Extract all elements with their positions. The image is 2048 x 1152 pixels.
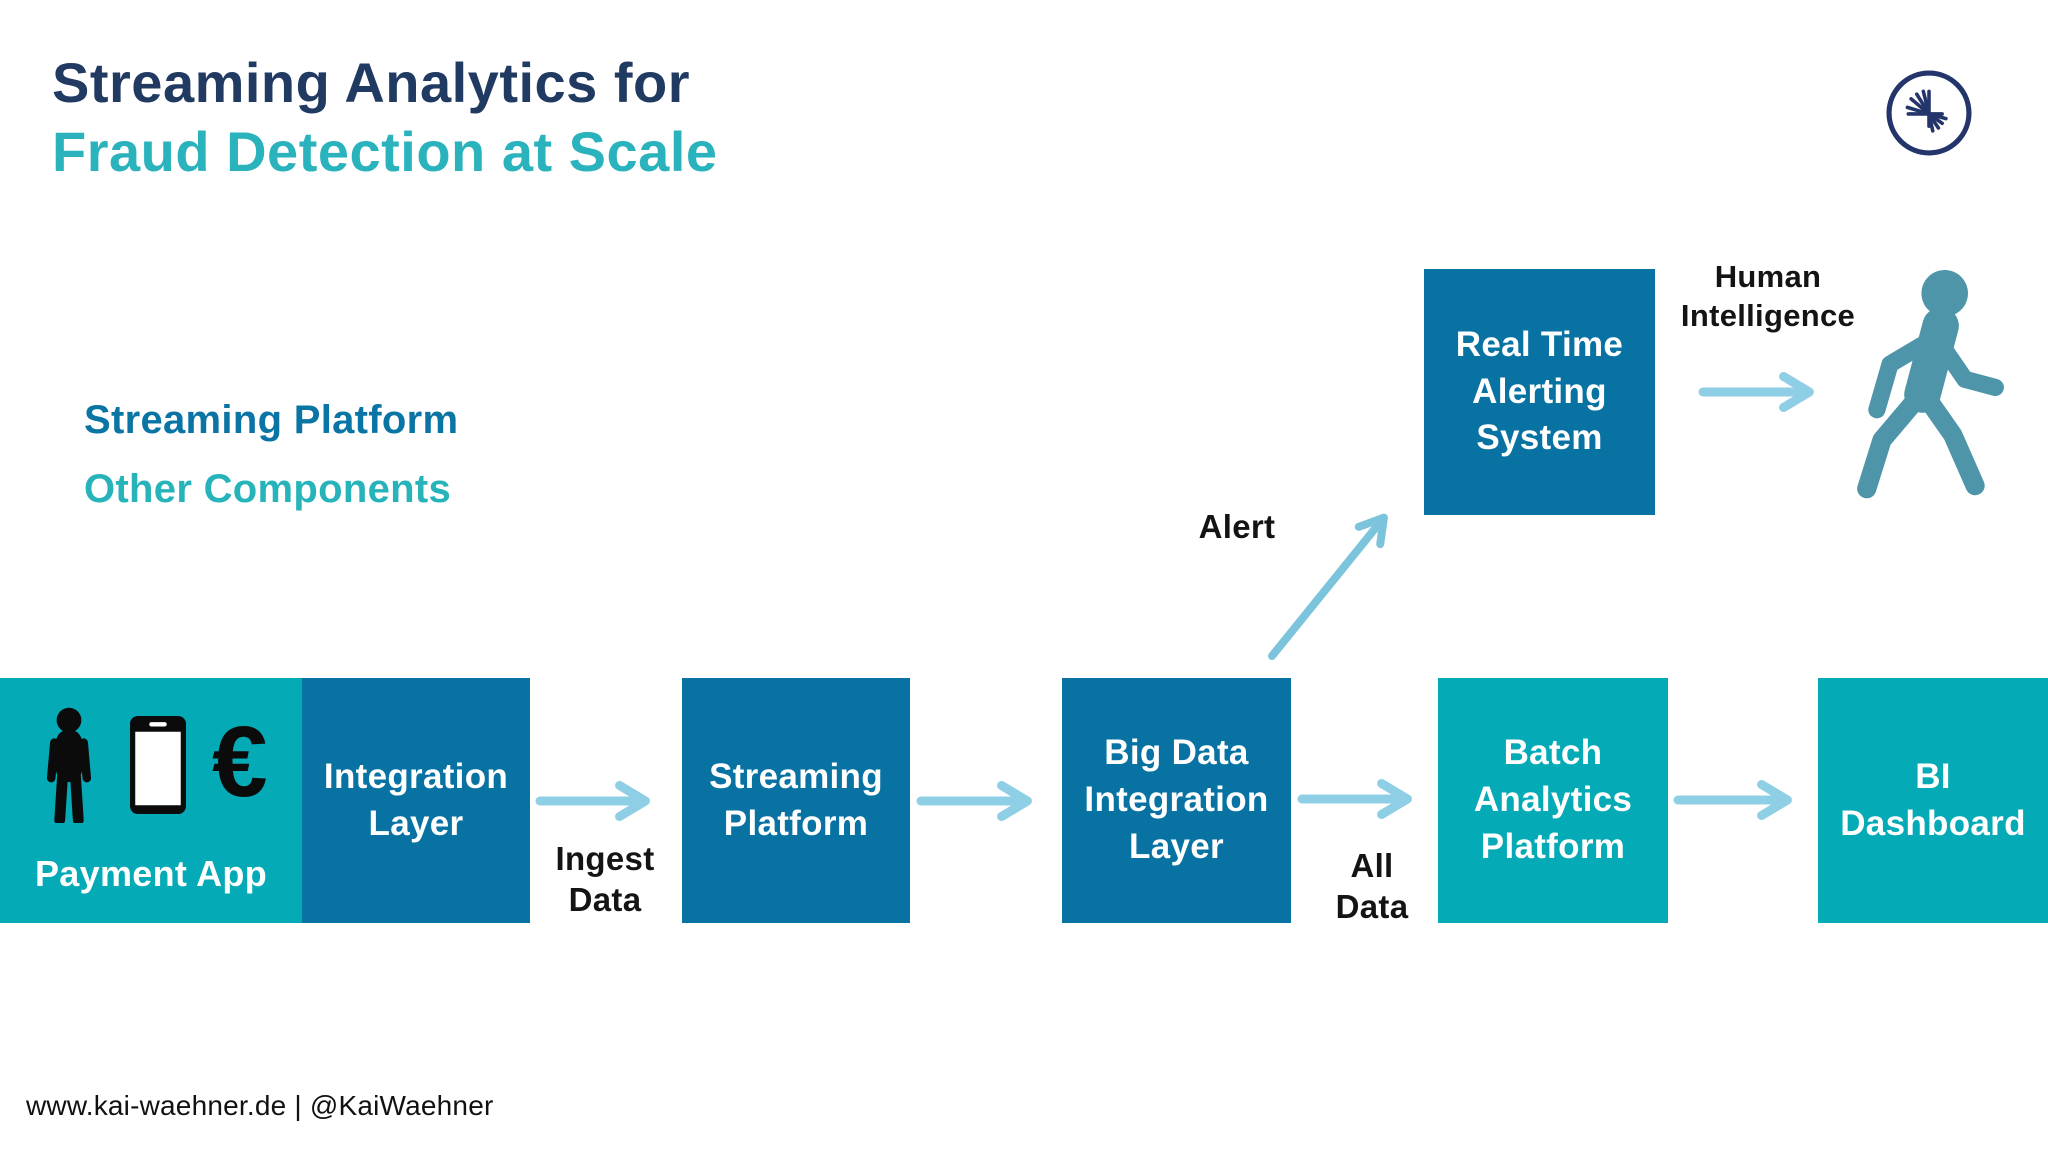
node-label: Batch Analytics Platform <box>1473 733 1633 866</box>
euro-icon: € <box>212 706 268 818</box>
node-label: Payment App <box>34 853 267 894</box>
confluent-starburst-icon <box>1882 66 1976 160</box>
node-batch-analytics-platform: Batch Analytics Platform <box>1438 678 1668 923</box>
node-real-time-alerting-system: Real Time Alerting System <box>1424 269 1655 515</box>
legend-item-other-components: Other Components <box>84 467 452 511</box>
node-big-data-integration-layer: Big Data Integration Layer <box>1062 678 1291 923</box>
node-payment-app: € Payment App <box>0 678 302 923</box>
node-streaming-platform: Streaming Platform <box>682 678 910 923</box>
node-label: Streaming Platform <box>709 756 883 843</box>
title-line-1: Streaming Analytics for <box>52 51 691 114</box>
edge-label-alert: Alert <box>1198 508 1276 545</box>
page-title: Streaming Analytics for Fraud Detection … <box>52 48 718 187</box>
smartphone-icon <box>130 669 187 861</box>
title-line-2: Fraud Detection at Scale <box>52 120 718 184</box>
node-label: Integration Layer <box>323 756 509 843</box>
node-bi-dashboard: BI Dashboard <box>1818 678 2048 923</box>
label-human-intelligence: Human Intelligence <box>1680 259 1856 333</box>
footer-credit: www.kai-waehner.de | @KaiWaehner <box>26 1090 494 1121</box>
node-label: Big Data Integration Layer <box>1084 733 1269 866</box>
edge-label-ingest-data: Ingest Data <box>555 840 655 919</box>
node-integration-layer: Integration Layer <box>302 678 530 923</box>
edge-label-all-data: All Data <box>1335 847 1409 926</box>
legend-item-streaming-platform: Streaming Platform <box>84 398 459 442</box>
node-label: Real Time Alerting System <box>1455 324 1624 458</box>
legend: Streaming Platform Other Components <box>84 398 458 536</box>
node-label: BI Dashboard <box>1840 756 2026 843</box>
person-icon <box>34 660 104 870</box>
walking-person-icon <box>1850 268 2005 516</box>
payment-icons: € <box>34 706 268 824</box>
